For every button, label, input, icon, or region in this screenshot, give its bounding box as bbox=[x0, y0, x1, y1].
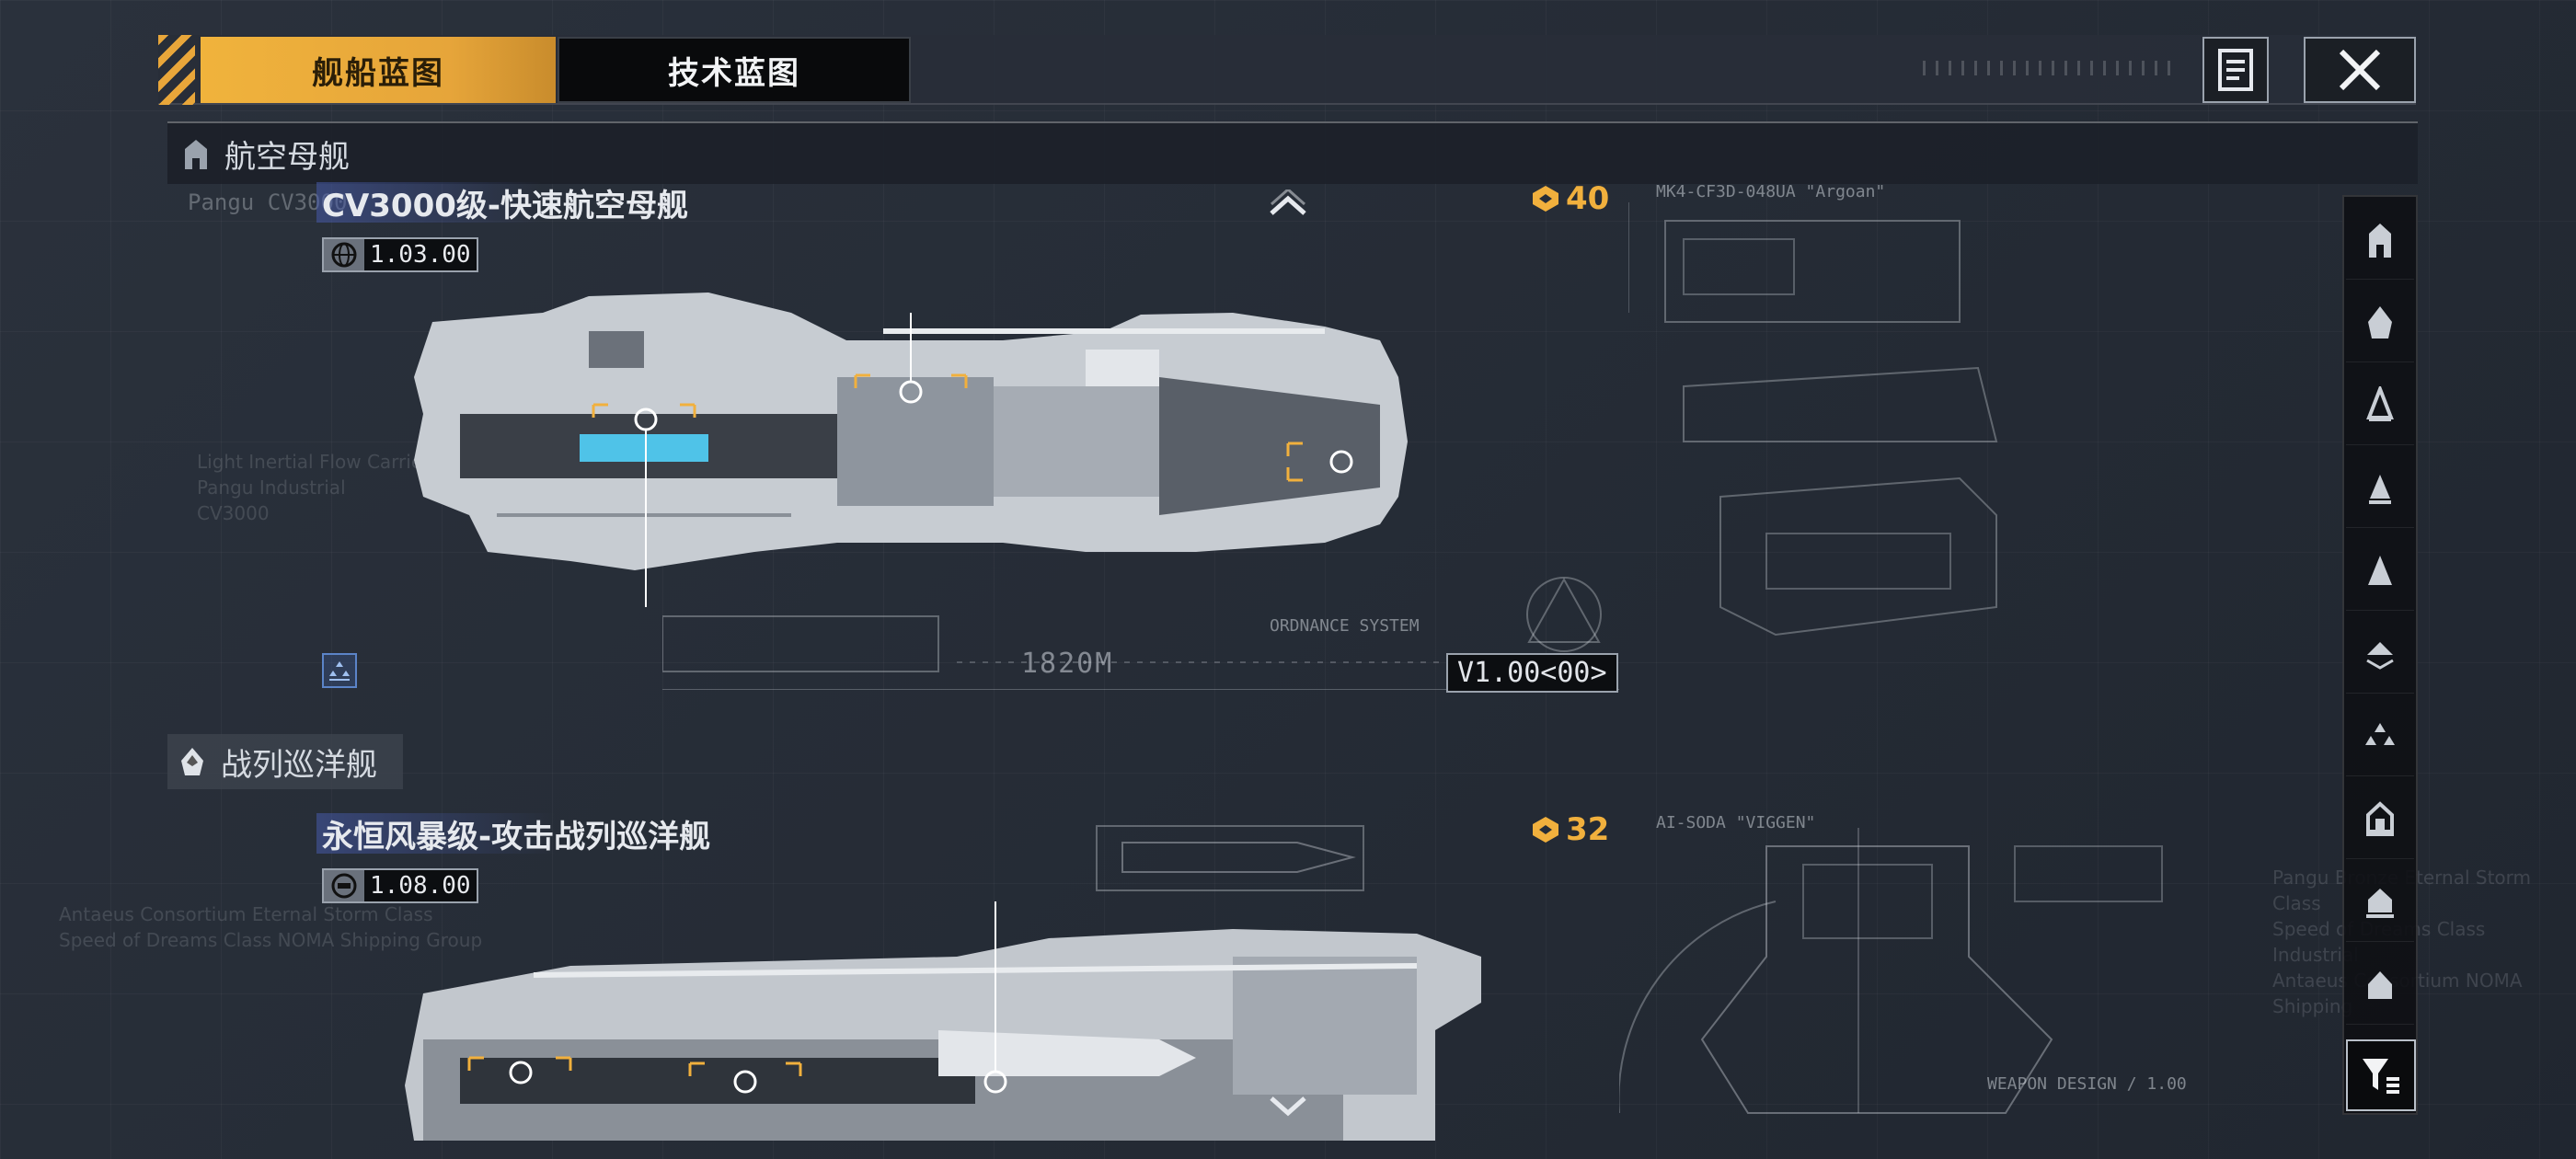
dreadnought-icon bbox=[2366, 888, 2394, 918]
section-header-battlecruiser: 战列巡洋舰 bbox=[167, 734, 403, 789]
scroll-up-arrow[interactable] bbox=[1268, 187, 1308, 217]
filter-special[interactable] bbox=[2346, 944, 2414, 1025]
close-icon bbox=[2339, 49, 2381, 91]
version-badge: 1.03.00 bbox=[322, 237, 478, 272]
faction-icon bbox=[324, 870, 364, 901]
targeting-diagram bbox=[1526, 577, 1602, 652]
part-label: AI-SODA "VIGGEN" bbox=[1656, 813, 1816, 832]
ship-cost: 40 bbox=[1531, 180, 1609, 217]
carrier-icon bbox=[2369, 223, 2391, 258]
battlecruiser-icon bbox=[177, 746, 208, 777]
scroll-down-arrow[interactable] bbox=[1268, 1095, 1308, 1122]
aux-ship-icon bbox=[2365, 722, 2395, 745]
document-icon bbox=[2218, 49, 2253, 91]
filter-destroyer[interactable] bbox=[2346, 447, 2414, 528]
ship-name[interactable]: CV3000级-快速航空母舰 bbox=[316, 182, 695, 224]
section-title: 航空母舰 bbox=[224, 138, 350, 176]
part-blueprint bbox=[1619, 828, 2163, 1114]
cost-value: 40 bbox=[1566, 180, 1610, 217]
blueprint-version: V1.00<00> bbox=[1446, 653, 1618, 693]
filter-frigate[interactable] bbox=[2346, 530, 2414, 611]
carrier-icon bbox=[180, 138, 212, 169]
filter-dreadnought[interactable] bbox=[2346, 861, 2414, 942]
filter-button[interactable] bbox=[2346, 1039, 2416, 1111]
top-bar-stripe bbox=[158, 35, 195, 105]
blueprint-sketch bbox=[1096, 825, 1364, 891]
filter-carrier[interactable] bbox=[2346, 199, 2414, 280]
battlecruiser-icon bbox=[2368, 305, 2392, 339]
ship-cost: 32 bbox=[1531, 811, 1609, 848]
ghost-text: Antaeus Consortium Eternal Storm Class S… bbox=[59, 903, 483, 951]
ship-name[interactable]: 永恒风暴级-攻击战列巡洋舰 bbox=[316, 813, 717, 855]
tab-tech-blueprint[interactable]: 技术蓝图 bbox=[558, 37, 911, 103]
destroyer-icon bbox=[2369, 474, 2391, 504]
ghost-text: Pangu Bronze Eternal Storm Class Speed o… bbox=[2272, 866, 2532, 1017]
version-text: 1.03.00 bbox=[370, 241, 471, 269]
close-button[interactable] bbox=[2304, 37, 2416, 103]
frigate-icon bbox=[2368, 555, 2392, 585]
system-label: WEAPON DESIGN / 1.00 bbox=[1987, 1074, 2187, 1094]
carrier-blueprint-sketch bbox=[662, 615, 1619, 690]
section-header-carrier: 航空母舰 bbox=[167, 121, 2418, 184]
cost-icon bbox=[1533, 817, 1558, 843]
filter-station[interactable] bbox=[2346, 778, 2414, 859]
corvette-icon bbox=[2366, 641, 2394, 670]
carrier-ship-model[interactable] bbox=[405, 276, 1527, 607]
tab-ship-blueprint[interactable]: 舰船蓝图 bbox=[201, 37, 556, 103]
filter-aux-ship[interactable] bbox=[2346, 695, 2414, 776]
filter-corvette[interactable] bbox=[2346, 613, 2414, 694]
system-label: ORDNANCE SYSTEM bbox=[1270, 616, 1420, 636]
filter-icon bbox=[2363, 1059, 2399, 1094]
part-blueprint bbox=[1628, 202, 1998, 637]
filter-cruiser[interactable] bbox=[2346, 364, 2414, 445]
filter-battlecruiser[interactable] bbox=[2346, 281, 2414, 362]
globe-icon bbox=[324, 239, 364, 270]
decorative-ticks bbox=[1923, 61, 2180, 75]
section-title: 战列巡洋舰 bbox=[221, 746, 377, 784]
special-ship-icon bbox=[2368, 970, 2392, 999]
station-icon bbox=[2366, 800, 2394, 836]
cruiser-icon bbox=[2366, 385, 2394, 421]
version-text: 1.08.00 bbox=[370, 872, 471, 900]
document-button[interactable] bbox=[2202, 37, 2269, 103]
version-badge: 1.08.00 bbox=[322, 868, 478, 903]
ship-length: 1820M bbox=[1021, 648, 1114, 680]
battlecruiser-ship-model[interactable] bbox=[405, 901, 1490, 1141]
fleet-icon[interactable] bbox=[322, 653, 357, 688]
cost-icon bbox=[1533, 186, 1558, 212]
part-label: MK4-CF3D-048UA "Argoan" bbox=[1656, 182, 1886, 201]
ship-type-filter bbox=[2342, 195, 2418, 1115]
cost-value: 32 bbox=[1566, 811, 1610, 848]
